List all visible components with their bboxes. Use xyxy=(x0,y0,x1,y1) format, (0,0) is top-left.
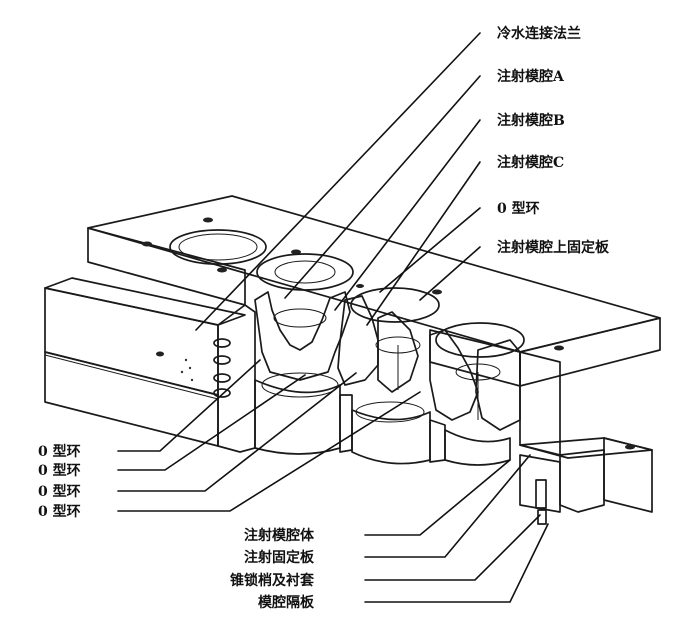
label-cavity-c: 注射模腔C xyxy=(497,154,564,171)
label-o-ring-3: 0 型环 xyxy=(38,483,81,500)
leader-lines xyxy=(117,32,549,603)
labels-bottom: 注射模腔体 注射固定板 锥锁梢及衬套 模腔隔板 xyxy=(230,527,315,611)
label-cavity-body: 注射模腔体 xyxy=(244,527,315,544)
label-o-ring-top: 0 型环 xyxy=(497,200,540,217)
label-injection-fixed-plate: 注射固定板 xyxy=(244,549,315,566)
label-cavity-b: 注射模腔B xyxy=(497,112,565,129)
label-cavity-upper-plate: 注射模腔上固定板 xyxy=(497,239,610,256)
labels-left: 0 型环 0 型环 0 型环 0 型环 xyxy=(38,443,81,520)
label-o-ring-4: 0 型环 xyxy=(38,503,81,520)
label-o-ring-1: 0 型环 xyxy=(38,443,81,460)
label-taper-pin-bushing: 锥锁梢及衬套 xyxy=(230,572,314,589)
label-o-ring-2: 0 型环 xyxy=(38,462,81,479)
labels-right: 冷水连接法兰 注射模腔A 注射模腔B 注射模腔C 0 型环 注射模腔上固定板 xyxy=(497,25,610,256)
cut-section xyxy=(213,291,561,466)
label-cooling-flange: 冷水连接法兰 xyxy=(497,25,581,42)
right-step-block xyxy=(519,437,653,525)
upper-fixed-plate xyxy=(87,195,661,387)
o-ring-grooves xyxy=(213,338,231,398)
label-cavity-a: 注射模腔A xyxy=(497,68,565,85)
label-cavity-spacer: 模腔隔板 xyxy=(258,594,315,611)
